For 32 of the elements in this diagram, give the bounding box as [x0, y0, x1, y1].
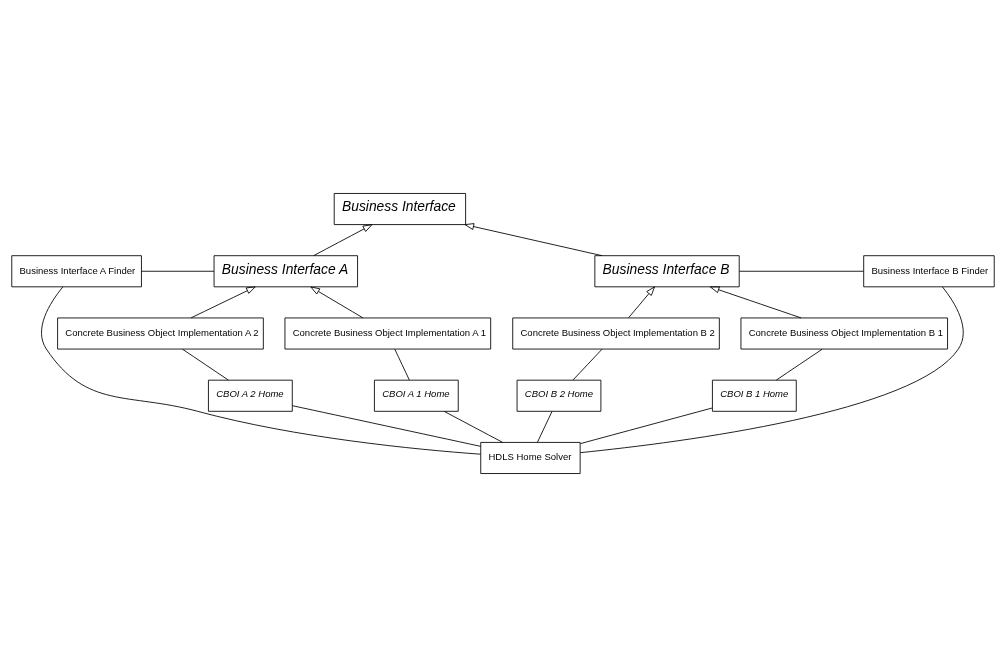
connector: [291, 405, 482, 447]
node-box: Concrete Business Object Implementation A 1: [284, 317, 492, 350]
node-box: CBOI A 1 Home: [374, 379, 459, 412]
node-box: HDLS Home Solver: [480, 442, 581, 474]
arrow: [190, 286, 256, 319]
connector: [580, 407, 713, 445]
connector: [394, 348, 410, 381]
node-box: Business Interface A Finder: [11, 255, 142, 288]
connector: [182, 348, 229, 381]
connector: [579, 286, 964, 454]
arrow: [310, 286, 364, 319]
connector: [443, 411, 503, 443]
arrow: [313, 224, 373, 257]
arrow: [464, 223, 603, 257]
node-box: Business Interface B: [594, 255, 740, 288]
node-box: Business Interface B Finder: [863, 255, 995, 288]
arrow: [628, 286, 655, 319]
node-box: CBOI B 1 Home: [712, 379, 797, 412]
node-box: Concrete Business Object Implementation B 2: [512, 317, 720, 350]
node-box: CBOI A 2 Home: [208, 379, 293, 412]
connector: [141, 270, 215, 272]
connector: [572, 348, 603, 381]
node-box: Business Interface A: [213, 255, 358, 288]
connector: [775, 348, 823, 381]
node-box: Concrete Business Object Implementation B 1: [740, 317, 948, 350]
node-box: Business Interface: [333, 193, 467, 225]
connector: [739, 270, 864, 272]
arrow: [709, 286, 802, 319]
node-box: Concrete Business Object Implementation A 2: [57, 317, 264, 350]
connector: [41, 286, 482, 455]
node-box: CBOI B 2 Home: [516, 379, 602, 412]
connector: [537, 410, 553, 443]
